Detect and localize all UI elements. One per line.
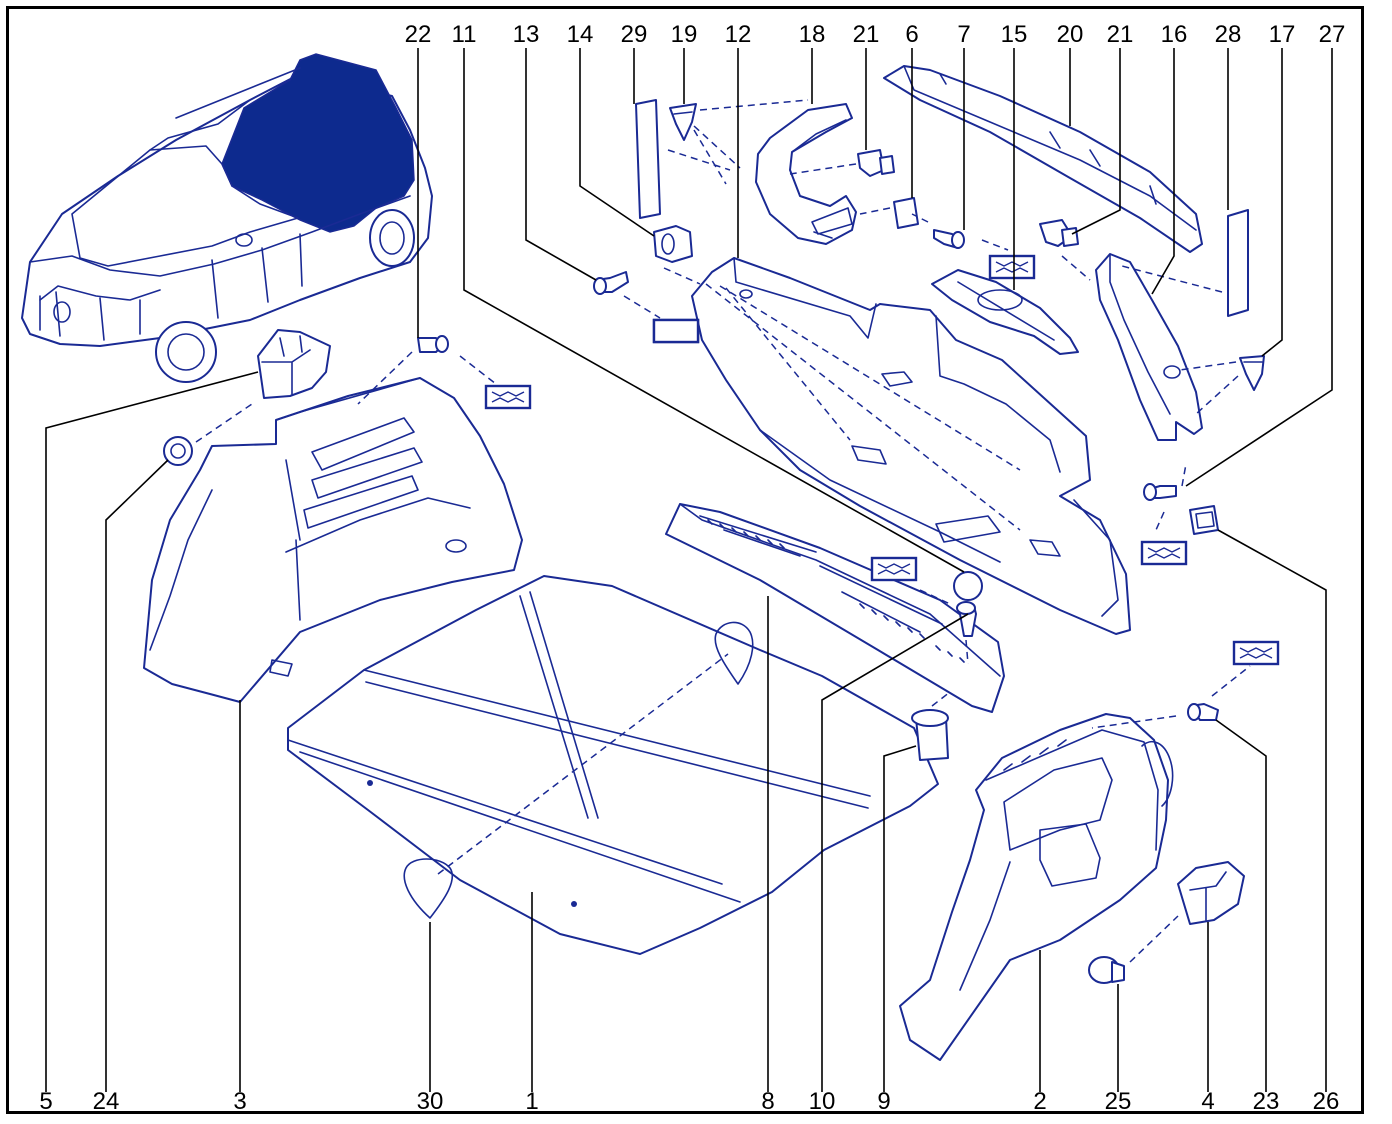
callout-label: 24 — [92, 1088, 120, 1115]
tool-marker-icon — [484, 384, 532, 410]
callout-label: 18 — [798, 21, 826, 48]
callout-label: 7 — [957, 21, 971, 48]
leader-lines — [45, 48, 1333, 1092]
callout-label: 19 — [670, 21, 698, 48]
callout-label: 13 — [512, 21, 540, 48]
part-8-sill-plate — [665, 503, 1005, 713]
callout-label: 6 — [905, 21, 919, 48]
callout-label: 26 — [1312, 1088, 1340, 1115]
callout-label: 2 — [1033, 1088, 1047, 1115]
callout-label: 28 — [1214, 21, 1242, 48]
part-15-bracket — [931, 269, 1079, 355]
callout-label: 20 — [1056, 21, 1084, 48]
part-23-screw — [1187, 703, 1219, 721]
part-5-bracket — [257, 329, 331, 399]
callout-label: 12 — [724, 21, 752, 48]
part-26-clip — [1189, 505, 1219, 535]
callout-label: 10 — [808, 1088, 836, 1115]
part-24-push-clip — [163, 436, 193, 466]
callout-label: 21 — [852, 21, 880, 48]
tool-marker-icon — [870, 556, 918, 582]
callout-label: 30 — [416, 1088, 444, 1115]
callout-label: 4 — [1201, 1088, 1215, 1115]
part-29-pad — [635, 99, 661, 219]
part-25-clip — [1088, 956, 1125, 984]
callout-label: 23 — [1252, 1088, 1280, 1115]
callout-label: 1 — [525, 1088, 539, 1115]
callout-label: 29 — [620, 21, 648, 48]
callout-label: 22 — [404, 21, 432, 48]
tool-marker-icon — [1140, 540, 1188, 566]
callout-label: 17 — [1268, 21, 1296, 48]
part-27-screw — [1143, 483, 1177, 501]
callout-label: 3 — [233, 1088, 247, 1115]
callout-label: 21 — [1106, 21, 1134, 48]
part-12-tailgate-trim — [691, 257, 1131, 635]
part-16-right-pillar-trim — [1095, 253, 1203, 441]
part-14-clip — [653, 225, 693, 263]
part-28-pad — [1227, 209, 1249, 317]
part-4-bracket — [1177, 861, 1245, 925]
part-30-strap-loop — [403, 621, 754, 919]
callout-label: 5 — [39, 1088, 53, 1115]
callout-label: 16 — [1160, 21, 1188, 48]
part-6-nut — [893, 197, 919, 229]
part-2-right-side-trim — [899, 713, 1174, 1061]
callout-label: 14 — [566, 21, 594, 48]
callout-label: 11 — [451, 21, 477, 48]
callout-label: 9 — [877, 1088, 891, 1115]
part-19-clip — [669, 103, 697, 141]
part-22-screw — [417, 335, 449, 353]
part-13-screw — [593, 271, 629, 295]
part-1-floor-carpet — [287, 575, 939, 955]
part-7-screw — [933, 229, 965, 249]
tool-marker-icon — [652, 318, 700, 344]
callout-label: 25 — [1104, 1088, 1132, 1115]
part-3-left-side-trim — [143, 377, 523, 703]
part-10-plug — [953, 571, 983, 637]
callout-label: 27 — [1318, 21, 1346, 48]
part-17-clip — [1239, 355, 1265, 391]
tool-marker-icon — [988, 254, 1036, 280]
callout-label: 8 — [761, 1088, 775, 1115]
part-9-grommet — [911, 709, 949, 761]
vehicle-overview-icon — [21, 53, 433, 383]
tool-marker-icon — [1232, 640, 1280, 666]
callout-label: 15 — [1000, 21, 1028, 48]
part-21-clip — [857, 149, 895, 177]
part-18-pillar-trim — [755, 103, 857, 245]
